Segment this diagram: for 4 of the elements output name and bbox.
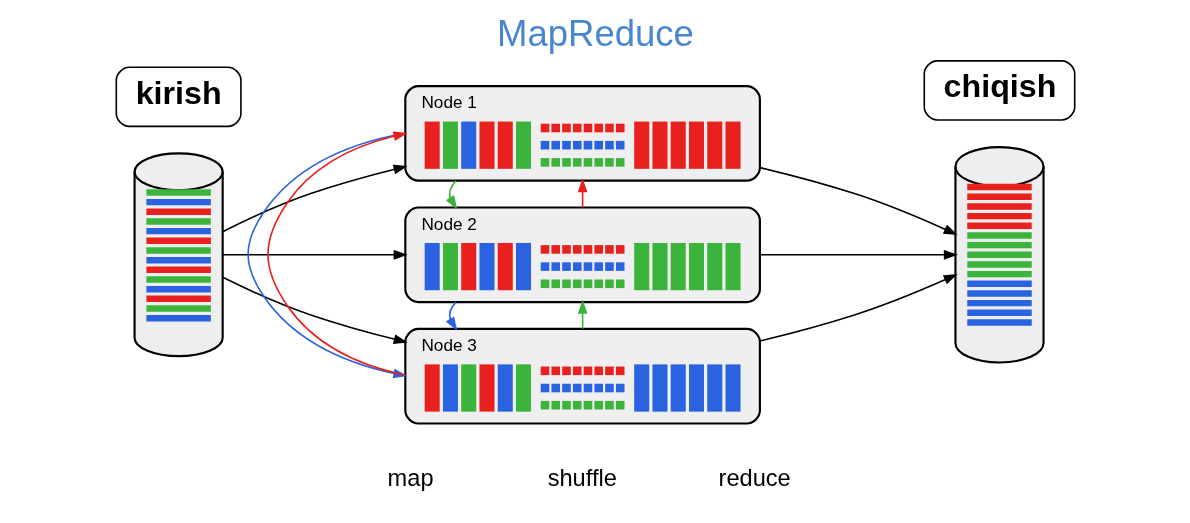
label: shuffle — [547, 465, 617, 492]
label: map — [387, 465, 434, 492]
label: reduce — [718, 465, 791, 492]
diagram-title: MapReduce — [496, 13, 694, 55]
